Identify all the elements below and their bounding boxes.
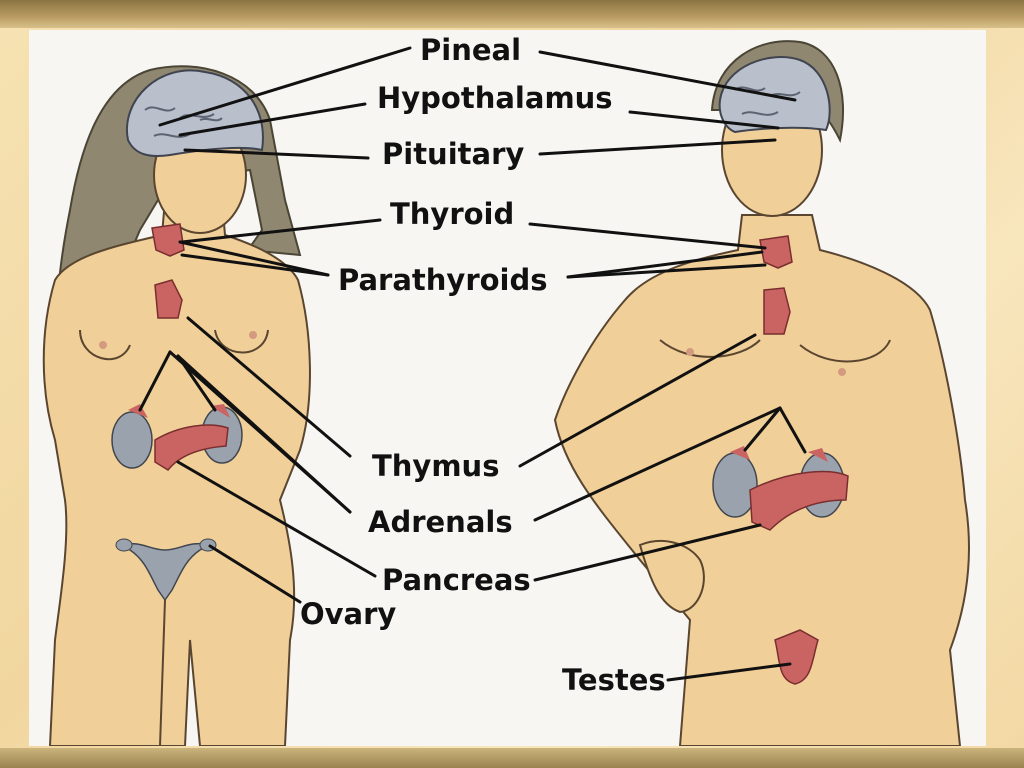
female-body — [42, 199, 311, 746]
endocrine-diagram-panel: Pineal Hypothalamus Pituitary Thyroid Pa… — [29, 30, 986, 746]
label-pituitary: Pituitary — [382, 137, 524, 171]
label-pineal: Pineal — [420, 33, 521, 67]
female-thyroid — [151, 223, 185, 257]
endocrine-diagram: Pineal Hypothalamus Pituitary Thyroid Pa… — [42, 33, 970, 746]
male-genitals — [774, 629, 819, 685]
label-parathyroids: Parathyroids — [338, 263, 548, 297]
slide-top-band — [0, 0, 1024, 28]
female-thymus — [154, 279, 183, 319]
label-pancreas: Pancreas — [382, 563, 531, 597]
slide-bottom-band — [0, 748, 1024, 768]
label-adrenals: Adrenals — [368, 505, 513, 539]
male-figure — [553, 40, 970, 746]
label-ovary: Ovary — [300, 597, 396, 631]
label-testes: Testes — [562, 663, 666, 697]
male-body — [553, 214, 970, 746]
label-thyroid: Thyroid — [390, 197, 514, 231]
male-thymus — [763, 287, 791, 335]
female-figure — [42, 65, 311, 746]
female-pancreas — [154, 424, 229, 471]
labels: Pineal Hypothalamus Pituitary Thyroid Pa… — [300, 33, 666, 697]
label-hypothalamus: Hypothalamus — [377, 81, 613, 115]
male-hand — [638, 540, 705, 614]
male-thyroid — [759, 235, 793, 269]
leader-lines — [138, 46, 807, 682]
female-kidney-left — [111, 411, 153, 469]
male-pancreas — [749, 470, 849, 531]
label-thymus: Thymus — [372, 449, 499, 483]
female-uterus — [117, 542, 213, 602]
